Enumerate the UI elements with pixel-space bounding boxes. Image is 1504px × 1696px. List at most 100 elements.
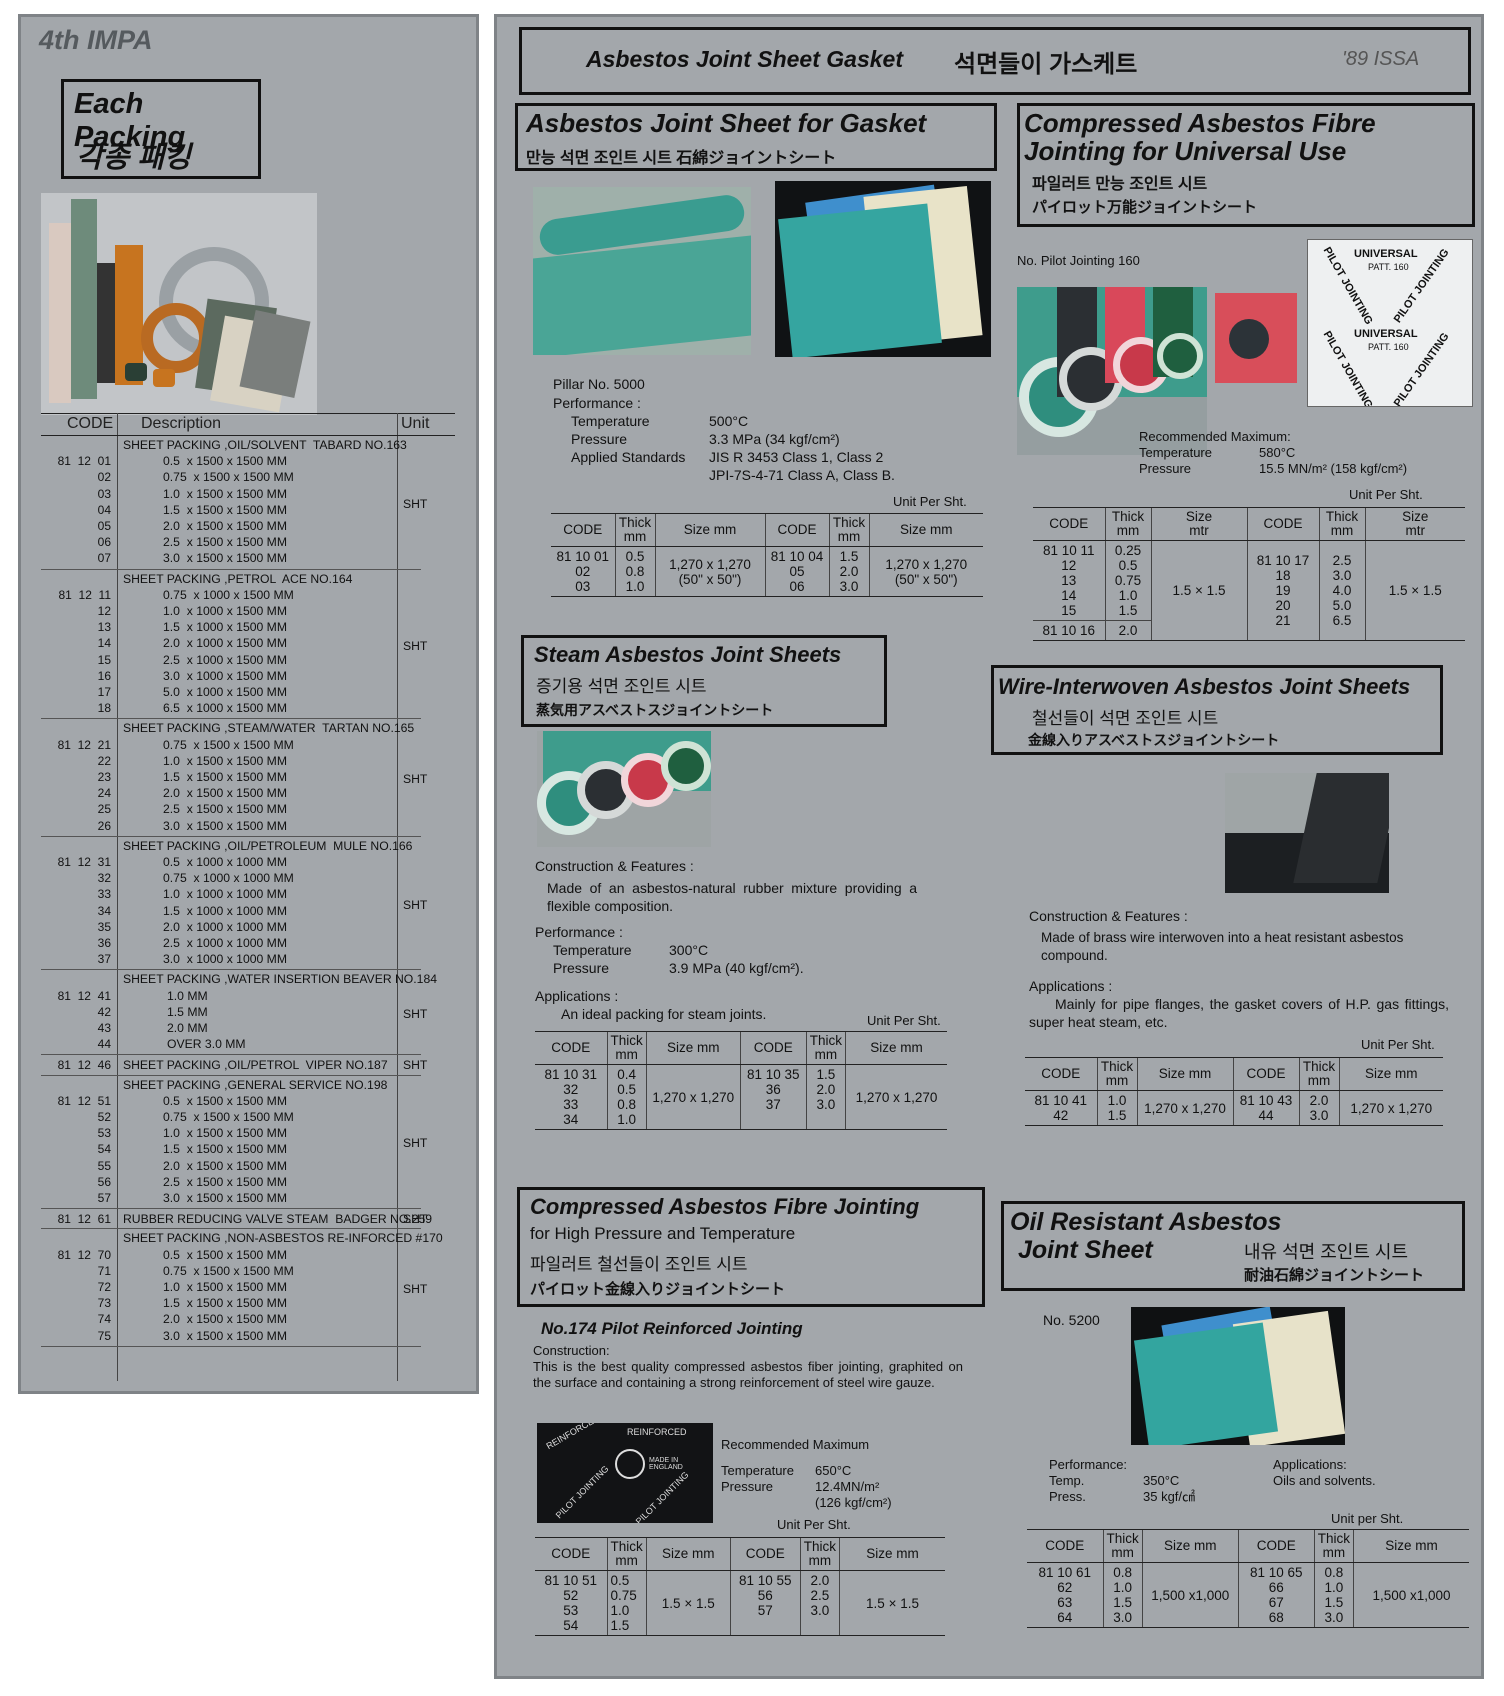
packing-group-title: SHEET PACKING ,WATER INSERTION BEAVER NO… [123,972,438,987]
s1-h-size: Size mm [654,513,765,547]
s5-spec-table: CODE Thick mm Size mm CODE Thick mm Size… [535,1537,945,1636]
s3-app-label: Applications : [535,988,619,1004]
packing-group-codes: 81 12 21 22 23 24 25 26 [57,737,111,833]
s3-a-codes: 81 10 31 32 33 34 [535,1064,607,1130]
unit-header: Unit [401,415,430,432]
code-header: CODE [67,415,114,432]
s2-label-universal-2: UNIVERSAL [1354,328,1418,340]
s2-temp-label: Temperature [1139,445,1212,460]
page-title: Asbestos Joint Sheet Gasket [586,46,903,72]
s4-h-thick: Thick mm [1096,1057,1137,1091]
packing-group-title: RUBBER REDUCING VALVE STEAM BADGER NO.25… [123,1212,433,1227]
packing-group-divider [41,718,421,720]
s1-product: Pillar No. 5000 [553,376,645,392]
s4-app-text: Mainly for pipe flanges, the gasket cove… [1029,996,1449,1030]
s5-b-codes: 81 10 55 56 57 [729,1570,801,1636]
packing-group-sizes: 0.75 x 1500 x 1500 MM 1.0 x 1500 x 1500 … [163,737,294,833]
s5-h-thick: Thick mm [606,1537,647,1571]
s6-press-val: 35 kgf/㎠ [1143,1489,1196,1504]
packing-group-title: SHEET PACKING ,OIL/PETROL VIPER NO.187 [123,1058,388,1073]
s1-sheets-photo [775,181,991,357]
packing-group-unit: SHT [403,496,428,511]
s2-press-val: 15.5 MN/m² (158 kgf/cm²) [1259,461,1408,476]
s2-sub-ko: 파일러트 만능 조인트 시트 [1032,176,1208,193]
s5-con-text: This is the best quality compressed asbe… [533,1359,963,1390]
s1-spec-table: CODE Thick mm Size mm CODE Thick mm Size… [551,513,983,597]
s3-h-code: CODE [535,1031,607,1065]
s1-h-code2: CODE [764,513,829,547]
impa-index-title: 4th IMPA [39,25,153,55]
packing-group-codes: 81 12 01 02 03 04 05 06 07 [57,454,111,566]
packing-group-divider [41,1228,421,1230]
packing-group-divider [41,568,421,570]
packing-group-unit: SHT [403,1282,428,1297]
s5-a-codes: 81 10 51 52 53 54 [535,1570,607,1636]
s3-h-size2: Size mm [845,1031,947,1065]
s6-title-1: Oil Resistant Asbestos [1010,1208,1282,1236]
s5-title-box: Compressed Asbestos Fibre Jointing for H… [517,1187,985,1307]
s3-press-label: Pressure [553,960,610,976]
page-title-ko: 석면들이 가스케트 [954,51,1138,78]
s6-press-label: Press. [1049,1489,1086,1504]
packing-group-title: SHEET PACKING ,OIL/SOLVENT TABARD NO.163 [123,438,407,452]
packing-group-sizes: 0.5 x 1500 x 1500 MM 0.75 x 1500 x 1500 … [163,1093,294,1206]
s3-h-code2: CODE [739,1031,807,1065]
s6-app-text: Oils and solvents. [1273,1473,1376,1488]
s1-b-size: 1,270 x 1,270 (50" x 50") [868,546,983,597]
s2-red-sheet-photo [1215,293,1297,383]
s2-label-patt-1: PATT. 160 [1368,262,1409,272]
s3-a-thick: 0.4 0.5 0.8 1.0 [606,1064,647,1130]
asbestos-gasket-panel: Asbestos Joint Sheet Gasket 석면들이 가스케트 '8… [494,14,1484,1679]
s6-temp-val: 350°C [1143,1473,1180,1488]
s3-cf-text: Made of an asbestos-natural rubber mixtu… [547,880,917,914]
s5-a-thick: 0.5 0.75 1.0 1.5 [606,1570,647,1636]
s3-spec-table: CODE Thick mm Size mm CODE Thick mm Size… [535,1031,947,1130]
s2-title-1: Compressed Asbestos Fibre [1024,108,1376,138]
s2-extra-thick: 2.0 [1104,620,1151,641]
description-header: Description [141,415,222,432]
s4-unit: Unit Per Sht. [1361,1037,1435,1052]
s6-h-thick: Thick mm [1102,1529,1143,1563]
s3-b-thick: 1.5 2.0 3.0 [805,1064,846,1130]
s4-h-code2: CODE [1232,1057,1299,1091]
each-packing-title-ko: 각종 패킹 [76,142,191,174]
s3-sub-ko: 증기용 석면 조인트 시트 [536,677,707,696]
s1-subtitle: 만능 석면 조인트 시트 石綿ジョイントシート [526,150,837,167]
packing-group-codes: 81 12 41 42 43 44 [57,988,111,1052]
s3-press-val: 3.9 MPa (40 kgf/cm²). [669,960,804,976]
s2-temp-val: 580°C [1259,445,1296,460]
packing-group-divider [41,835,421,837]
s3-rolls-photo [537,731,711,847]
s5-h-code2: CODE [729,1537,801,1571]
s4-sub-ko: 철선들이 석면 조인트 시트 [1032,709,1219,728]
s6-perf-label: Performance: [1049,1457,1128,1472]
s4-spec-table: CODE Thick mm Size mm CODE Thick mm Size… [1025,1057,1443,1126]
s4-b-thick: 2.0 3.0 [1298,1090,1339,1126]
s2-a-codes: 81 10 11 12 13 14 15 [1033,540,1105,621]
s5-photo-text-2: REINFORCED [627,1427,687,1437]
s5-press-label: Pressure [721,1479,774,1494]
s6-title-box: Oil Resistant Asbestos Joint Sheet 내유 석면… [1001,1201,1465,1291]
s6-a-thick: 0.8 1.0 1.5 3.0 [1102,1562,1143,1628]
s3-sub-jp: 蒸気用アスベストスジョイントシート [536,702,774,718]
s3-title-box: Steam Asbestos Joint Sheets 증기용 석면 조인트 시… [521,635,887,727]
s5-jointing-photo: REINFORCED REINFORCED MADE IN ENGLAND PI… [537,1423,713,1523]
packing-group-codes: 81 12 31 32 33 34 35 36 37 [57,855,111,967]
s6-title-2: Joint Sheet [1018,1236,1153,1264]
s2-label-photo: UNIVERSAL PATT. 160 UNIVERSAL PATT. 160 … [1307,239,1473,407]
s6-b-codes: 81 10 65 66 67 68 [1237,1562,1315,1628]
s5-h-code: CODE [535,1537,607,1571]
s3-cf-label: Construction & Features : [535,858,694,874]
s3-b-size: 1,270 x 1,270 [845,1064,947,1130]
s2-h-code2: CODE [1246,507,1319,541]
s1-a-size: 1,270 x 1,270 (50" x 50") [654,546,765,597]
packing-group-sizes: 0.5 x 1000 x 1000 MM 0.75 x 1000 x 1000 … [163,855,294,967]
s2-spec-table: CODE Thick mm Size mtr CODE Thick mm Siz… [1033,507,1465,641]
packing-group-title: SHEET PACKING ,NON-ASBESTOS RE-INFORCED … [123,1231,443,1246]
s2-extra-code: 81 10 16 [1033,620,1105,641]
s3-perf-label: Performance : [535,924,623,940]
s2-rolls-photo [1017,287,1207,455]
s1-h-code: CODE [551,513,615,547]
s4-b-size: 1,270 x 1,270 [1338,1090,1443,1126]
s4-h-size2: Size mm [1338,1057,1443,1091]
